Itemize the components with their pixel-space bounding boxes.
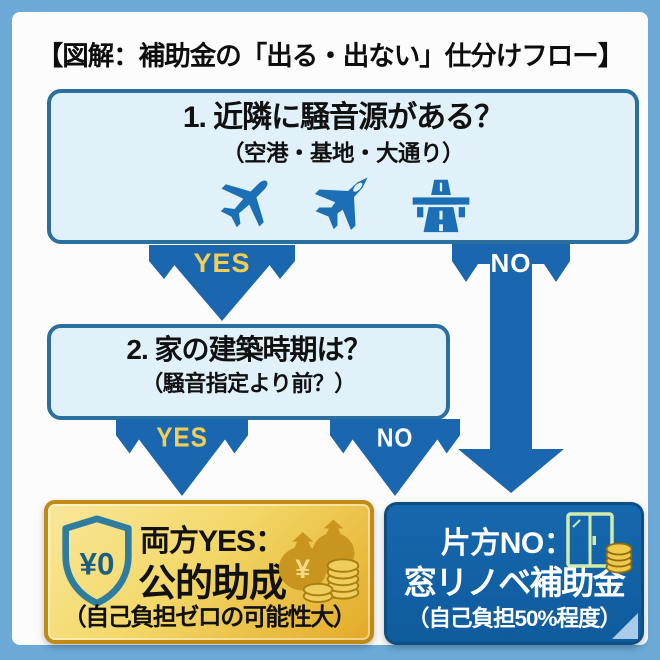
- highway-icon: [410, 179, 472, 233]
- result-no-note: （自己負担50%程度）: [406, 606, 622, 631]
- question-1-box: 1. 近隣に騒音源がある？ （空港・基地・大通り）: [47, 89, 639, 244]
- shield-yen-zero-icon: ¥0: [62, 515, 132, 607]
- fighter-jet-icon: [314, 177, 368, 231]
- result-yes-note: （自己負担ゼロの可能性大）: [62, 604, 357, 631]
- arrow-q1-no-label: NO: [491, 248, 532, 278]
- content-card: 【図解：補助金の「出る・出ない」仕分けフロー】 1. 近隣に騒音源がある？ （空…: [12, 12, 648, 645]
- result-yes-name: 公的助成: [137, 563, 287, 605]
- result-no-title: 片方NO：: [440, 527, 574, 560]
- result-no-name: 窓リノベ補助金: [403, 564, 626, 601]
- arrow-q1-yes: YES: [149, 245, 295, 321]
- airliner-icon: [220, 180, 268, 228]
- shield-badge-label: ¥0: [80, 546, 115, 581]
- noise-source-icons: [51, 166, 635, 234]
- money-bags-icon: ¥: [278, 519, 360, 603]
- page-curl-decoration: [612, 613, 638, 639]
- arrow-q2-no-label: NO: [377, 424, 413, 453]
- question-2-subheading: （騒音指定より前？）: [141, 371, 356, 397]
- window-coins-icon: [566, 512, 633, 574]
- question-1-subheading: （空港・基地・大通り）: [221, 140, 465, 166]
- arrow-q2-yes: YES: [116, 419, 248, 496]
- result-both-yes-box: ¥0 両方YES： 公的助成 （自己負担ゼロの可能性大） ¥: [44, 500, 374, 644]
- arrow-q1-yes-label: YES: [193, 248, 250, 278]
- question-2-heading: 2. 家の建築時期は？: [126, 334, 371, 365]
- arrow-q1-no: NO: [452, 244, 570, 493]
- question-2-box: 2. 家の建築時期は？ （騒音指定より前？）: [47, 324, 450, 420]
- question-1-heading: 1. 近隣に騒音源がある？: [182, 101, 504, 134]
- arrow-q2-yes-label: YES: [156, 423, 208, 453]
- result-yes-title: 両方YES：: [139, 525, 285, 558]
- money-bag-symbol: ¥: [295, 554, 310, 584]
- result-one-no-box: 片方NO： 窓リノベ補助金 （自己負担50%程度）: [384, 502, 644, 645]
- arrow-q2-no: NO: [330, 419, 460, 496]
- page-title: 【図解：補助金の「出る・出ない」仕分けフロー】: [36, 41, 625, 71]
